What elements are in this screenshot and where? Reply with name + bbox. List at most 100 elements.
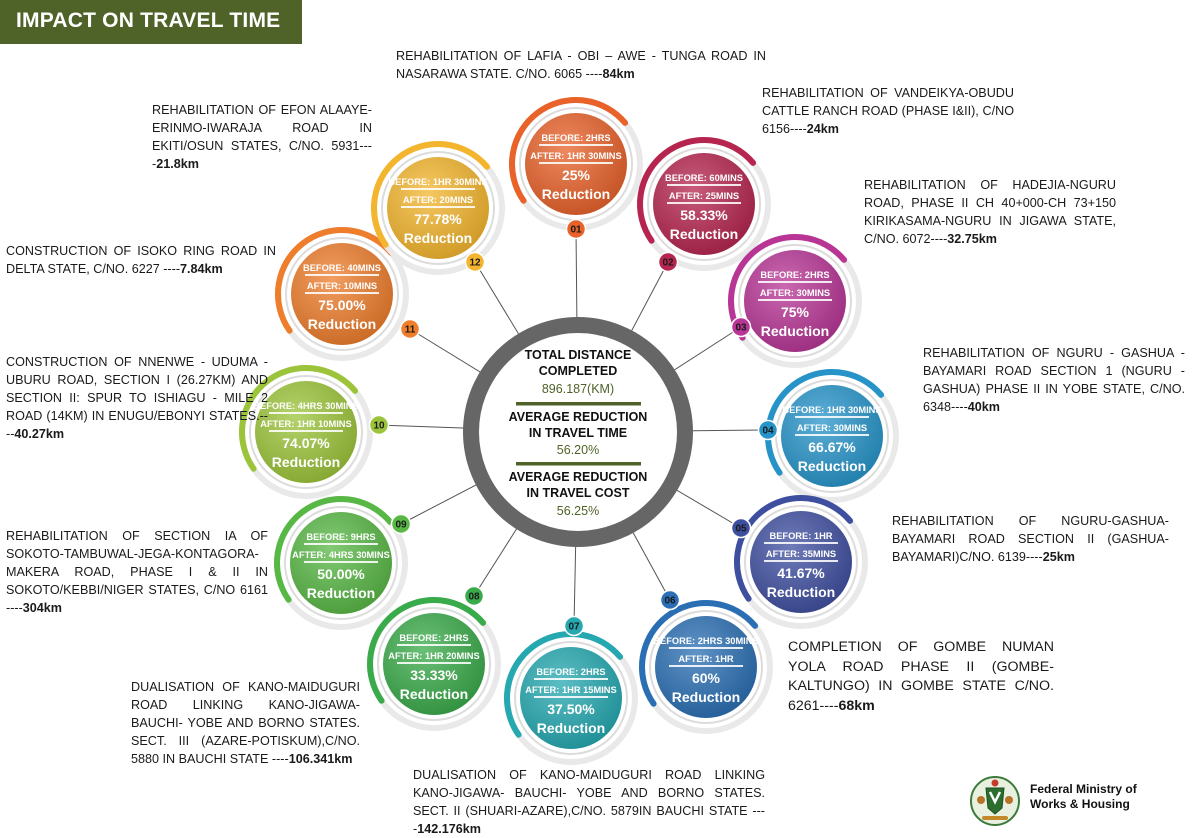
reduction-label: Reduction — [542, 186, 610, 202]
distance-km: 7.84km — [180, 262, 223, 276]
number-badge — [730, 316, 752, 338]
reduction-label: Reduction — [798, 458, 866, 474]
reduction-label: Reduction — [537, 720, 605, 736]
before-time: BEFORE: 1HR 30MINS — [782, 405, 881, 415]
avg-time-label-1: AVERAGE REDUCTION — [509, 410, 648, 424]
badge-number: 04 — [762, 426, 774, 437]
before-time: BEFORE: 1HR — [769, 531, 832, 541]
reduction-percent: 74.07% — [282, 435, 330, 451]
description-text: CONSTRUCTION OF ISOKO RING ROAD IN DELTA… — [6, 244, 276, 276]
after-time: AFTER: 35MINS — [766, 549, 836, 559]
number-badge — [657, 251, 679, 273]
reduction-percent: 77.78% — [414, 211, 462, 227]
after-time: AFTER: 1HR 15MINS — [525, 685, 616, 695]
badge-number: 09 — [395, 520, 407, 531]
reduction-label: Reduction — [308, 316, 376, 332]
reduction-percent: 25% — [562, 167, 591, 183]
after-time: AFTER: 1HR 30MINS — [530, 151, 621, 161]
distance-km: 24km — [806, 122, 840, 136]
ministry-line-1: Federal Ministry of — [1030, 782, 1137, 796]
coat-of-arms-icon — [970, 776, 1020, 826]
distance-km: 68km — [838, 697, 875, 714]
after-time: AFTER: 1HR 20MINS — [388, 651, 479, 661]
distance-km: 106.341km — [288, 752, 353, 766]
description-text: DUALISATION OF KANO-MAIDUGURI ROAD LINKI… — [413, 768, 765, 836]
after-time: AFTER: 10MINS — [307, 281, 377, 291]
project-description-01: REHABILITATION OF LAFIA - OBI – AWE - TU… — [396, 47, 766, 83]
badge-number: 02 — [662, 258, 674, 269]
description-text: DUALISATION OF KANO-MAIDUGURI ROAD LINKI… — [131, 680, 360, 766]
project-description-02: REHABILITATION OF VANDEIKYA-OBUDU CATTLE… — [762, 84, 1014, 138]
after-time: AFTER: 1HR 10MINS — [260, 419, 351, 429]
reduction-percent: 50.00% — [317, 566, 365, 582]
reduction-percent: 58.33% — [680, 207, 728, 223]
reduction-percent: 75% — [781, 304, 810, 320]
avg-time-value: 56.20% — [557, 443, 599, 457]
reduction-label: Reduction — [670, 226, 738, 242]
avg-cost-label-1: AVERAGE REDUCTION — [509, 470, 648, 484]
reduction-percent: 41.67% — [777, 565, 825, 581]
before-time: BEFORE: 2HRS — [399, 633, 468, 643]
description-text: REHABILITATION OF EFON ALAAYE-ERINMO-IWA… — [152, 103, 372, 171]
number-badge — [757, 419, 779, 441]
after-time: AFTER: 1HR — [678, 654, 734, 664]
reduction-percent: 66.67% — [808, 439, 856, 455]
reduction-label: Reduction — [761, 323, 829, 339]
project-bubble-02: BEFORE: 60MINS AFTER: 25MINS 58.33% Reducti… — [637, 137, 771, 273]
distance-km: 142.176km — [417, 822, 481, 836]
distance-km: 40km — [967, 400, 1001, 414]
ministry-line-2: Works & Housing — [1030, 797, 1130, 811]
distance-km: 32.75km — [947, 232, 997, 246]
reduction-label: Reduction — [404, 230, 472, 246]
before-time: BEFORE: 2HRS — [760, 270, 829, 280]
avg-time-label-2: IN TRAVEL TIME — [529, 426, 627, 440]
before-time: BEFORE: 9HRS — [306, 532, 375, 542]
number-badge — [368, 414, 390, 436]
number-badge — [730, 517, 752, 539]
description-text: CONSTRUCTION OF NNENWE - UDUMA - UBURU R… — [6, 355, 268, 441]
description-text: REHABILITATION OF NGURU-GASHUA-BAYAMARI … — [892, 514, 1169, 564]
before-time: BEFORE: 40MINS — [303, 263, 381, 273]
total-distance-label-2: COMPLETED — [539, 364, 617, 378]
reduction-percent: 60% — [692, 670, 721, 686]
reduction-percent: 33.33% — [410, 667, 458, 683]
badge-number: 12 — [469, 258, 481, 269]
project-description-08: DUALISATION OF KANO-MAIDUGURI ROAD LINKI… — [131, 678, 360, 768]
distance-km: 25km — [1042, 550, 1075, 564]
number-badge — [399, 318, 421, 340]
before-time: BEFORE: 60MINS — [665, 173, 743, 183]
number-badge — [565, 218, 587, 240]
reduction-label: Reduction — [272, 454, 340, 470]
avg-cost-label-2: IN TRAVEL COST — [526, 486, 629, 500]
badge-number: 01 — [570, 225, 582, 236]
number-badge — [659, 589, 681, 611]
project-description-10: CONSTRUCTION OF NNENWE - UDUMA - UBURU R… — [6, 353, 268, 443]
badge-number: 08 — [468, 592, 480, 603]
before-time: BEFORE: 2HRS — [541, 133, 610, 143]
total-distance-value: 896.187(KM) — [542, 382, 614, 396]
description-text: REHABILITATION OF SECTION IA OF SOKOTO-T… — [6, 529, 268, 615]
badge-number: 06 — [664, 596, 676, 607]
project-description-05: REHABILITATION OF NGURU-GASHUA-BAYAMARI … — [892, 512, 1169, 566]
after-time: AFTER: 25MINS — [669, 191, 739, 201]
reduction-percent: 37.50% — [547, 701, 595, 717]
after-time: AFTER: 30MINS — [760, 288, 830, 298]
project-bubble-03: BEFORE: 2HRS AFTER: 30MINS 75% Reduction 03 — [728, 234, 862, 368]
badge-number: 10 — [373, 421, 385, 432]
number-badge — [563, 615, 585, 637]
page-header: IMPACT ON TRAVEL TIME — [0, 0, 302, 44]
badge-number: 07 — [568, 622, 580, 633]
reduction-label: Reduction — [672, 689, 740, 705]
badge-number: 05 — [735, 524, 747, 535]
before-time: BEFORE: 4HRS 30MINS — [253, 401, 358, 411]
project-description-12: REHABILITATION OF EFON ALAAYE-ERINMO-IWA… — [152, 101, 372, 173]
before-time: BEFORE: 2HRS — [536, 667, 605, 677]
badge-number: 03 — [735, 323, 747, 334]
